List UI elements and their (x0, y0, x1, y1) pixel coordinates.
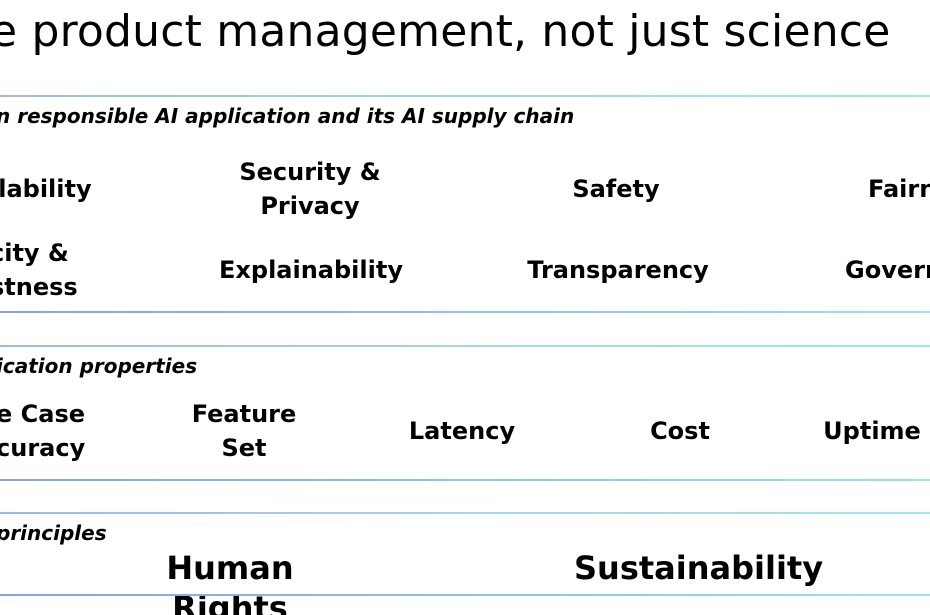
section-1-bottom-rule (0, 311, 930, 313)
section-3-bottom-rule (0, 594, 930, 596)
section-3-top-rule (0, 512, 930, 514)
item-safety: Safety (572, 175, 660, 203)
item-human-rights: Human Rights (166, 549, 294, 615)
item-feature-set: Feature Set (191, 400, 297, 462)
item-explainability: Explainability (219, 256, 403, 284)
item-latency: Latency (408, 417, 516, 445)
item-veracity-robustness: city & stness (0, 239, 78, 301)
item-security-privacy: Security & Privacy (239, 158, 381, 220)
section-3-label: principles (0, 521, 107, 545)
item-transparency: Transparency (527, 256, 709, 284)
section-2-top-rule (0, 345, 930, 347)
item-cost: Cost (650, 417, 710, 445)
item-availability: llability (0, 175, 92, 203)
item-governance: Govern (845, 256, 930, 284)
item-uptime: Uptime (823, 417, 921, 445)
section-2-label: ication properties (0, 354, 198, 378)
slide-title: e product management, not just science (0, 6, 891, 57)
item-fairness: Fairn (868, 175, 930, 203)
section-1-top-rule (0, 95, 930, 97)
section-2-bottom-rule (0, 479, 930, 481)
item-use-case-accuracy: e Case curacy (0, 400, 86, 462)
section-1-label: n responsible AI application and its AI … (0, 104, 575, 128)
item-sustainability: Sustainability (574, 549, 824, 587)
